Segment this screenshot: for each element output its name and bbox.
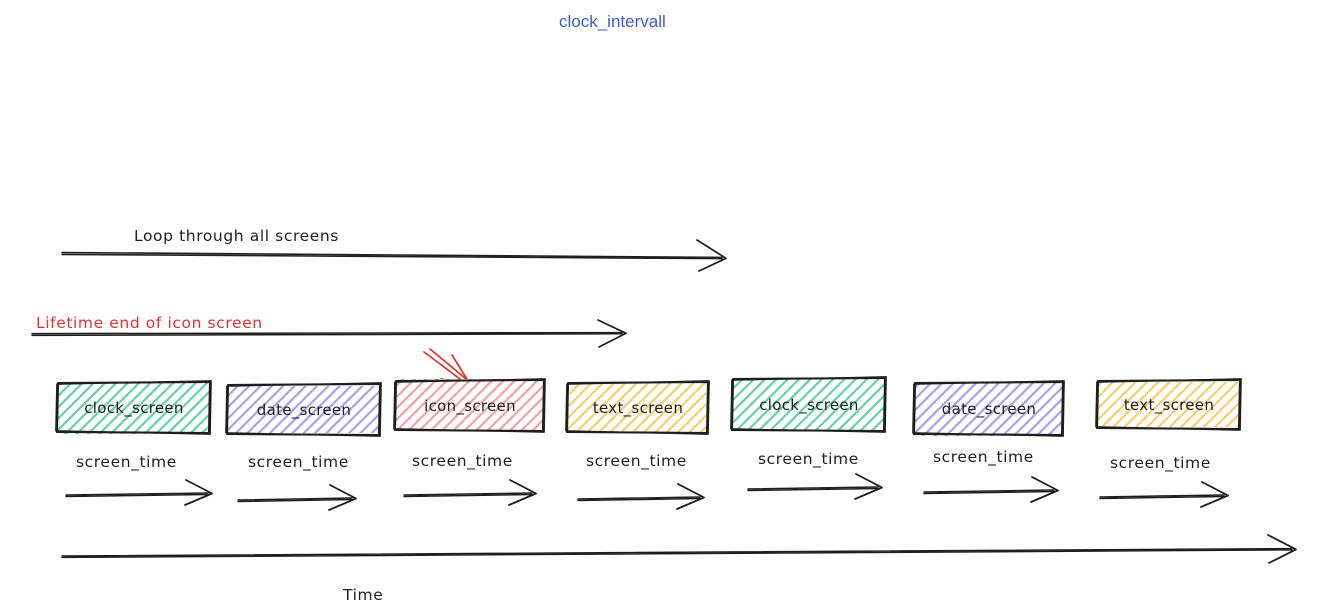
screen-time-arrow-shaft — [577, 496, 701, 500]
screen-box-label: icon_screen — [424, 397, 516, 416]
screen-time-arrow-shaft — [65, 493, 209, 498]
screen-box[interactable]: text_screen — [565, 380, 710, 435]
screen-box[interactable]: clock_screen — [730, 376, 887, 433]
screen-time-arrow-shaft — [1099, 494, 1225, 498]
time-axis-shaft — [61, 547, 1293, 557]
time-axis: Time — [61, 534, 1297, 604]
page-title: clock_intervall — [559, 12, 666, 31]
lifetime-arrow-head — [597, 319, 627, 348]
screen-box-label: text_screen — [1124, 396, 1214, 415]
screen-box-outline — [393, 378, 546, 433]
screen-time-arrow-head — [508, 479, 537, 506]
loop-arrow-head — [696, 239, 727, 272]
screen-box-outline — [565, 380, 710, 435]
lifetime-arrow-shaft — [31, 331, 623, 335]
time-axis-shaft-2 — [61, 549, 1293, 559]
loop-through-all-screens-annotation: Loop through all screens — [61, 227, 727, 272]
screen-box-label: text_screen — [593, 399, 683, 418]
screen-time-annotation: screen_time — [747, 450, 883, 500]
loop-label: Loop through all screens — [134, 227, 339, 245]
screen-box-group: clock_screen date_screen icon_screen text_s… — [55, 376, 1242, 437]
screen-time-arrow-shaft — [237, 497, 353, 501]
screen-time-arrow-shaft — [237, 498, 353, 503]
screen-time-arrow-head — [854, 473, 883, 500]
screen-time-annotation: screen_time — [65, 453, 213, 506]
screen-time-annotation: screen_time — [577, 452, 705, 510]
screen-time-arrow-shaft — [923, 489, 1055, 493]
screen-box-fill — [56, 382, 212, 434]
screen-box-outline — [912, 380, 1065, 437]
screen-time-arrow-head — [676, 483, 705, 510]
time-axis-label: Time — [342, 586, 383, 604]
screen-time-annotation: screen_time — [923, 448, 1059, 503]
screen-time-arrow-shaft — [747, 486, 879, 490]
screen-time-label: screen_time — [933, 448, 1034, 467]
screen-box-label: date_screen — [257, 401, 352, 420]
screen-time-arrow-head — [1030, 476, 1059, 503]
screen-time-label: screen_time — [758, 450, 859, 469]
screen-time-annotation: screen_time — [1099, 454, 1229, 508]
screen-box-fill — [1096, 382, 1239, 427]
screen-box[interactable]: date_screen — [912, 380, 1065, 437]
screen-time-label: screen_time — [248, 453, 349, 472]
lifetime-end-annotation: Lifetime end of icon screen — [31, 314, 627, 348]
screen-box[interactable]: date_screen — [225, 382, 382, 437]
lifetime-label: Lifetime end of icon screen — [36, 314, 263, 332]
time-axis-arrow-head — [1267, 534, 1297, 564]
screen-box-label: clock_screen — [84, 399, 184, 418]
screen-time-arrow-head — [184, 479, 213, 506]
screen-box[interactable]: clock_screen — [55, 380, 212, 435]
screen-time-arrow-shaft — [403, 493, 533, 498]
screen-time-arrow-head — [328, 484, 357, 511]
screen-box-fill — [226, 386, 379, 433]
screen-time-arrow-head — [1200, 481, 1229, 508]
screen-box-outline — [730, 376, 887, 433]
screen-time-annotation: screen_time — [237, 453, 357, 511]
screen-box-label: date_screen — [942, 400, 1037, 419]
screen-box-outline — [225, 382, 382, 437]
screen-time-arrow-shaft — [747, 487, 879, 492]
screen-box-label: clock_screen — [759, 396, 859, 415]
screen-box[interactable]: icon_screen — [393, 378, 546, 433]
screen-box-outline — [1095, 378, 1242, 431]
loop-arrow-shaft — [61, 251, 723, 259]
screen-time-label: screen_time — [586, 452, 687, 471]
screen-time-label: screen_time — [412, 452, 513, 471]
screen-time-arrow-shaft — [65, 492, 209, 496]
screen-box-fill — [732, 376, 885, 430]
lifetime-arrow-shaft-2 — [31, 333, 623, 337]
screen-time-annotation: screen_time — [403, 452, 537, 506]
screen-time-arrow-shaft — [1099, 495, 1225, 500]
screen-box-fill — [567, 383, 706, 435]
loop-arrow-shaft-2 — [61, 253, 723, 260]
screen-box-outline — [55, 380, 212, 435]
screen-time-arrow-shaft — [923, 490, 1055, 495]
screen-box-fill — [913, 382, 1065, 436]
screen-time-arrow-shaft — [577, 497, 701, 502]
screen-box-fill — [393, 379, 545, 431]
screen-time-label: screen_time — [76, 453, 177, 472]
screen-time-label: screen_time — [1110, 454, 1211, 473]
screen-time-group: screen_time screen_time screen_time screen_… — [65, 448, 1229, 511]
screen-time-arrow-shaft — [403, 492, 533, 496]
screen-box[interactable]: text_screen — [1095, 378, 1242, 431]
